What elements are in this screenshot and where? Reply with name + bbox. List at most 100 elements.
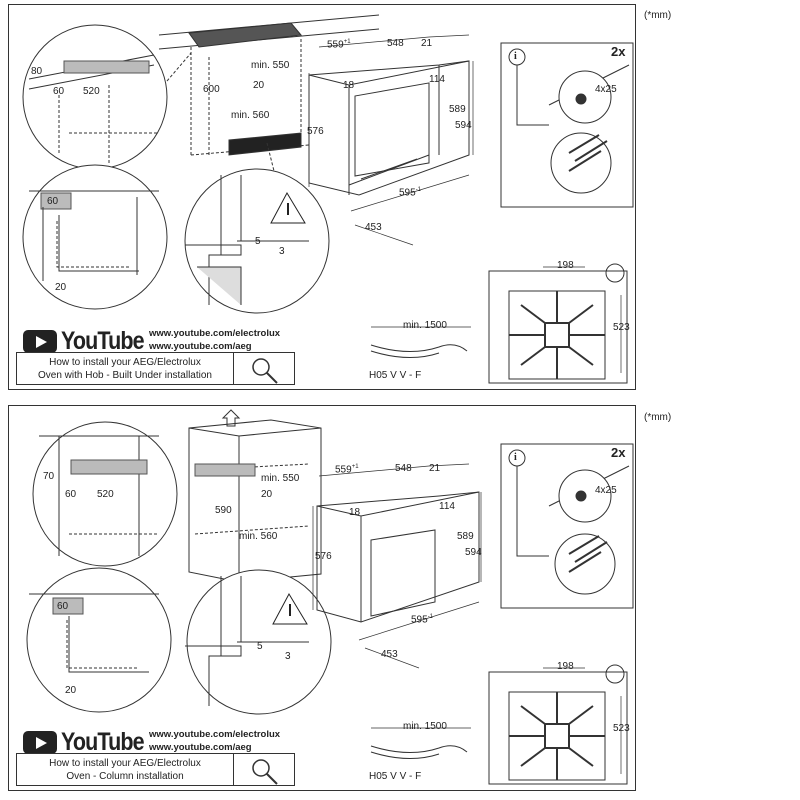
installation-diagram-art <box>9 406 637 792</box>
column-cabinet <box>188 419 322 583</box>
dim-80: 80 <box>31 66 43 77</box>
dim-600: 600 <box>203 84 220 95</box>
cable-shape <box>370 745 468 754</box>
dim-60-side: 60 <box>47 196 59 207</box>
dim-20-side: 20 <box>65 685 77 696</box>
youtube-link-aeg[interactable]: www.youtube.com/aeg <box>149 341 252 352</box>
screw-count: 2x <box>611 44 626 59</box>
hob-outline <box>188 22 302 48</box>
dim-589: 589 <box>457 531 474 542</box>
oven-body <box>316 491 480 623</box>
youtube-play-icon <box>23 329 57 353</box>
installation-diagram-art <box>9 5 637 391</box>
search-icon[interactable] <box>245 756 285 786</box>
dim-20-top: 20 <box>253 80 265 91</box>
dim-min-550: min. 550 <box>251 60 290 71</box>
dim-559: 559+1 <box>327 39 351 51</box>
dim-520: 520 <box>83 86 100 97</box>
warning-triangle <box>272 592 308 625</box>
warning-triangle <box>270 191 306 224</box>
dim-18: 18 <box>349 507 361 518</box>
built-under-installation-panel: 80 60 520 600 min. 550 20 min. 560 60 20… <box>8 4 636 390</box>
dim-60-top: 60 <box>65 489 77 500</box>
info-icon: i <box>514 452 517 463</box>
detail-circle-top <box>32 421 178 567</box>
howto-caption-line2: Oven with Hob - Built Under installation <box>38 370 212 381</box>
dim-548: 548 <box>395 463 412 474</box>
howto-caption-box[interactable]: How to install your AEG/Electrolux Oven … <box>16 753 295 786</box>
dim-70: 70 <box>43 471 55 482</box>
dim-595: 595-1 <box>411 614 434 626</box>
arrow-up-icon <box>221 409 241 427</box>
dim-523: 523 <box>613 322 630 333</box>
detail-circle-top <box>22 24 168 170</box>
back-view <box>488 270 628 384</box>
dim-114: 114 <box>429 74 445 85</box>
dim-20-top: 20 <box>261 489 273 500</box>
vent-strip <box>228 132 302 156</box>
detail-circle-side <box>26 567 172 713</box>
dim-min-550: min. 550 <box>261 473 300 484</box>
youtube-play-icon <box>23 730 57 754</box>
dim-min-560: min. 560 <box>239 531 278 542</box>
youtube-link-electrolux[interactable]: www.youtube.com/electrolux <box>149 729 281 740</box>
cabinet-outline <box>190 39 310 156</box>
dim-595: 595-1 <box>399 187 422 199</box>
youtube-logo: YouTube <box>23 327 157 355</box>
caption-divider <box>233 754 234 785</box>
youtube-wordmark: YouTube <box>61 727 145 756</box>
dim-21: 21 <box>429 463 441 474</box>
youtube-link-electrolux[interactable]: www.youtube.com/electrolux <box>149 328 281 339</box>
howto-caption-box[interactable]: How to install your AEG/Electrolux Oven … <box>16 352 295 385</box>
youtube-links: www.youtube.com/electrolux www.youtube.c… <box>149 327 280 353</box>
screw-size: 4x25 <box>595 84 617 95</box>
dim-60-side: 60 <box>57 601 69 612</box>
howto-caption-line2: Oven - Column installation <box>66 771 184 782</box>
back-view <box>488 671 628 785</box>
cable-min-length: min. 1500 <box>403 320 447 331</box>
cable-shape <box>370 344 468 353</box>
howto-caption-line1: How to install your AEG/Electrolux <box>49 357 201 368</box>
dim-576: 576 <box>315 551 332 562</box>
dim-453: 453 <box>381 649 398 660</box>
dim-520: 520 <box>97 489 114 500</box>
dim-523: 523 <box>613 723 630 734</box>
dim-594: 594 <box>465 547 482 558</box>
youtube-wordmark: YouTube <box>61 326 145 355</box>
youtube-links: www.youtube.com/electrolux www.youtube.c… <box>149 728 280 754</box>
dim-198: 198 <box>557 661 574 672</box>
dim-20-side: 20 <box>55 282 67 293</box>
dim-3: 3 <box>279 246 285 257</box>
dim-548: 548 <box>387 38 404 49</box>
dim-590: 590 <box>215 505 232 516</box>
column-installation-panel: 70 60 520 590 min. 550 20 min. 560 60 20… <box>8 405 636 791</box>
howto-caption: How to install your AEG/Electrolux Oven … <box>17 356 233 382</box>
caption-divider <box>233 353 234 384</box>
dim-198: 198 <box>557 260 574 271</box>
screw-info-box <box>500 443 634 609</box>
dim-114: 114 <box>439 501 455 512</box>
cable-min-length: min. 1500 <box>403 721 447 732</box>
dim-559: 559+1 <box>335 464 359 476</box>
cable-type: H05 V V - F <box>369 370 422 381</box>
howto-caption: How to install your AEG/Electrolux Oven … <box>17 757 233 783</box>
dim-min-560: min. 560 <box>231 110 270 121</box>
dim-60-top: 60 <box>53 86 65 97</box>
dim-576: 576 <box>307 126 324 137</box>
screw-info-box <box>500 42 634 208</box>
dim-5: 5 <box>257 641 263 652</box>
search-icon[interactable] <box>245 355 285 385</box>
youtube-logo: YouTube <box>23 728 157 756</box>
info-icon: i <box>514 51 517 62</box>
screw-count: 2x <box>611 445 626 460</box>
unit-note: (*mm) <box>644 412 672 423</box>
dim-453: 453 <box>365 222 382 233</box>
youtube-link-aeg[interactable]: www.youtube.com/aeg <box>149 742 252 753</box>
detail-circle-side <box>22 164 168 310</box>
dim-21: 21 <box>421 38 433 49</box>
dim-3: 3 <box>285 651 291 662</box>
howto-caption-line1: How to install your AEG/Electrolux <box>49 758 201 769</box>
screw-size: 4x25 <box>595 485 617 496</box>
unit-note: (*mm) <box>644 10 672 21</box>
dim-5: 5 <box>255 236 261 247</box>
